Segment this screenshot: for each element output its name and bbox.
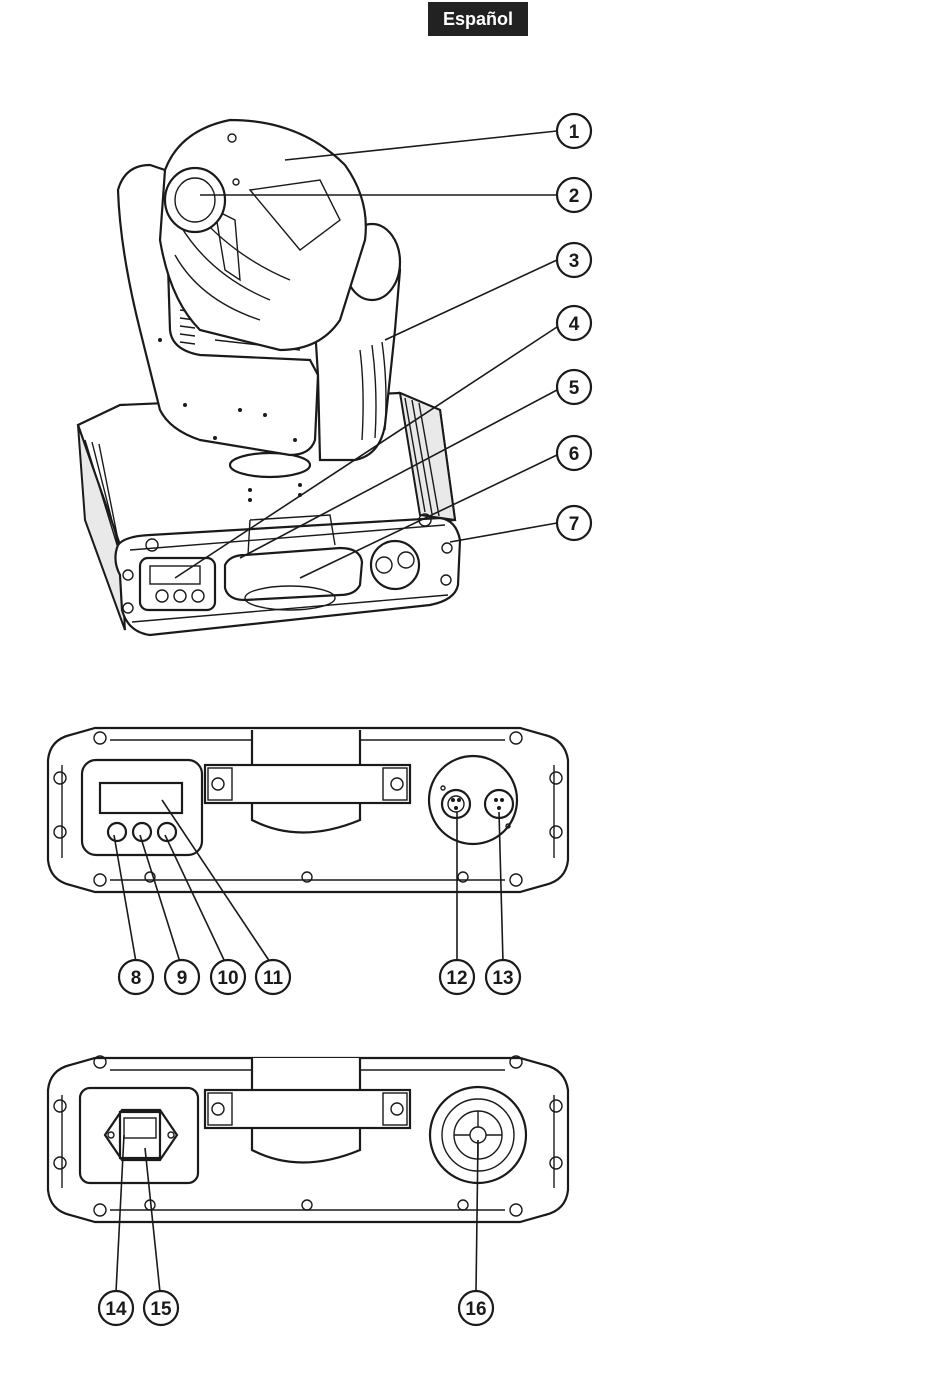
svg-text:9: 9: [177, 968, 188, 989]
svg-text:16: 16: [465, 1299, 486, 1320]
callout-3: 3: [557, 243, 591, 277]
svg-text:14: 14: [105, 1299, 127, 1320]
callout-9: 9: [165, 960, 199, 994]
handle-bar: [205, 765, 410, 803]
moving-head-perspective-view: [78, 120, 460, 635]
svg-text:6: 6: [569, 444, 580, 465]
up-button: [133, 823, 151, 841]
callout-11: 11: [256, 960, 290, 994]
front-panel-view: [48, 728, 568, 892]
callout-10: 10: [211, 960, 245, 994]
callout-16: 16: [459, 1291, 493, 1325]
pan-bearing: [230, 453, 310, 477]
svg-text:1: 1: [569, 122, 580, 143]
callout-1: 1: [557, 114, 591, 148]
svg-text:4: 4: [569, 314, 580, 335]
power-inlet: [120, 1112, 160, 1158]
mode-button: [108, 823, 126, 841]
callout-14: 14: [99, 1291, 133, 1325]
handle-bar-rear: [205, 1090, 410, 1128]
callout-5: 5: [557, 370, 591, 404]
svg-text:13: 13: [492, 968, 513, 989]
svg-text:10: 10: [217, 968, 238, 989]
svg-text:5: 5: [569, 378, 580, 399]
callout-7: 7: [557, 506, 591, 540]
svg-text:3: 3: [569, 251, 580, 272]
svg-text:15: 15: [150, 1299, 172, 1320]
callout-6: 6: [557, 436, 591, 470]
callout-8: 8: [119, 960, 153, 994]
svg-text:8: 8: [131, 968, 142, 989]
callout-2: 2: [557, 178, 591, 212]
callout-15: 15: [144, 1291, 178, 1325]
svg-text:7: 7: [569, 514, 580, 535]
svg-text:2: 2: [569, 186, 580, 207]
svg-text:12: 12: [446, 968, 467, 989]
svg-text:11: 11: [263, 968, 284, 989]
lcd-display: [100, 783, 182, 813]
callout-4: 4: [557, 306, 591, 340]
dmx-in-socket: [442, 790, 470, 818]
callout-12: 12: [440, 960, 474, 994]
callout-13: 13: [486, 960, 520, 994]
rear-panel-view: [48, 1056, 568, 1222]
